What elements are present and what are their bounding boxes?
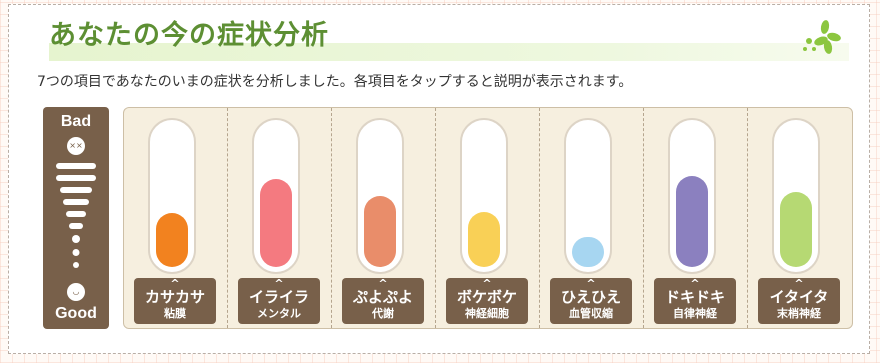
- chevron-up-icon: ^: [170, 277, 180, 290]
- chevron-up-icon: ^: [274, 277, 284, 290]
- page-title: あなたの今の症状分析: [49, 20, 329, 51]
- symptom-button[interactable]: ^ ドキドキ 自律神経: [654, 278, 736, 324]
- symptom-label: ぷよぷよ: [352, 288, 413, 306]
- chevron-up-icon: ^: [378, 277, 388, 290]
- symptom-button[interactable]: ^ ひえひえ 血管収縮: [550, 278, 632, 324]
- symptom-label: カサカサ: [144, 288, 205, 306]
- symptom-button[interactable]: ^ ボケボケ 神経細胞: [446, 278, 528, 324]
- scale-step: [56, 163, 96, 169]
- scale-step: [56, 175, 96, 181]
- chevron-up-icon: ^: [482, 277, 492, 290]
- symptom-column[interactable]: ^ イライラ メンタル: [228, 108, 332, 328]
- symptom-label: イタイタ: [769, 288, 829, 306]
- symptom-column[interactable]: ^ ボケボケ 神経細胞: [436, 108, 540, 328]
- scale-step: [73, 262, 79, 268]
- scale-step: [66, 211, 86, 217]
- scale-step: [60, 187, 92, 193]
- description-text: 7つの項目であなたのいまの症状を分析しました。各項目をタップすると説明が表示され…: [37, 74, 633, 90]
- meter-tube: [252, 118, 300, 274]
- symptom-button[interactable]: ^ カサカサ 粘膜: [134, 278, 216, 324]
- symptom-label: ボケボケ: [456, 288, 517, 306]
- chevron-up-icon: ^: [690, 277, 700, 290]
- symptom-sublabel: 末梢神経: [777, 307, 821, 320]
- meter-fill: [780, 192, 812, 267]
- symptom-button[interactable]: ^ イライラ メンタル: [238, 278, 320, 324]
- symptom-meter-panel: ^ カサカサ 粘膜 ^ イライラ メンタル ^ ぷよぷよ 代謝 ^: [123, 107, 853, 329]
- symptom-sublabel: 血管収縮: [569, 307, 613, 320]
- symptom-column[interactable]: ^ ぷよぷよ 代謝: [332, 108, 436, 328]
- happy-face-icon: ◡: [67, 283, 85, 301]
- severity-scale: Bad ×× ◡ Good: [43, 107, 109, 329]
- symptom-column[interactable]: ^ イタイタ 末梢神経: [748, 108, 852, 328]
- symptom-column[interactable]: ^ ドキドキ 自律神経: [644, 108, 748, 328]
- scale-step: [63, 199, 89, 205]
- scale-step: [69, 223, 83, 229]
- symptom-sublabel: 粘膜: [164, 307, 186, 320]
- scale-bad-label: Bad: [60, 113, 92, 130]
- symptom-sublabel: メンタル: [257, 307, 301, 320]
- meter-tube: [668, 118, 716, 274]
- meter-tube: [148, 118, 196, 274]
- scale-step: [72, 235, 80, 243]
- symptom-label: ドキドキ: [664, 288, 725, 306]
- meter-fill: [468, 212, 500, 267]
- meter-fill: [156, 213, 188, 267]
- symptom-sublabel: 自律神経: [673, 307, 717, 320]
- symptom-label: ひえひえ: [560, 288, 621, 306]
- symptom-analysis-card: あなたの今の症状分析 7つの項目であなたのいまの症状を分析しました。各項目をタッ…: [8, 4, 870, 354]
- symptom-column[interactable]: ^ ひえひえ 血管収縮: [540, 108, 644, 328]
- meter-fill: [572, 237, 604, 267]
- meter-fill: [676, 176, 708, 267]
- chevron-up-icon: ^: [794, 277, 804, 290]
- meter-fill: [364, 196, 396, 267]
- sad-face-icon: ××: [67, 137, 85, 155]
- meter-tube: [564, 118, 612, 274]
- meter-fill: [260, 179, 292, 267]
- meter-tube: [772, 118, 820, 274]
- meter-tube: [460, 118, 508, 274]
- chevron-up-icon: ^: [586, 277, 596, 290]
- meter-tube: [356, 118, 404, 274]
- title-underline: [49, 43, 849, 61]
- symptom-button[interactable]: ^ イタイタ 末梢神経: [758, 278, 840, 324]
- scale-step: [72, 249, 80, 256]
- symptom-label: イライラ: [248, 288, 309, 306]
- symptom-button[interactable]: ^ ぷよぷよ 代謝: [342, 278, 424, 324]
- scale-good-label: Good: [55, 305, 97, 322]
- leaf-sparkle-icon: [803, 20, 841, 54]
- symptom-sublabel: 神経細胞: [465, 307, 509, 320]
- symptom-column[interactable]: ^ カサカサ 粘膜: [124, 108, 228, 328]
- symptom-sublabel: 代謝: [372, 307, 394, 320]
